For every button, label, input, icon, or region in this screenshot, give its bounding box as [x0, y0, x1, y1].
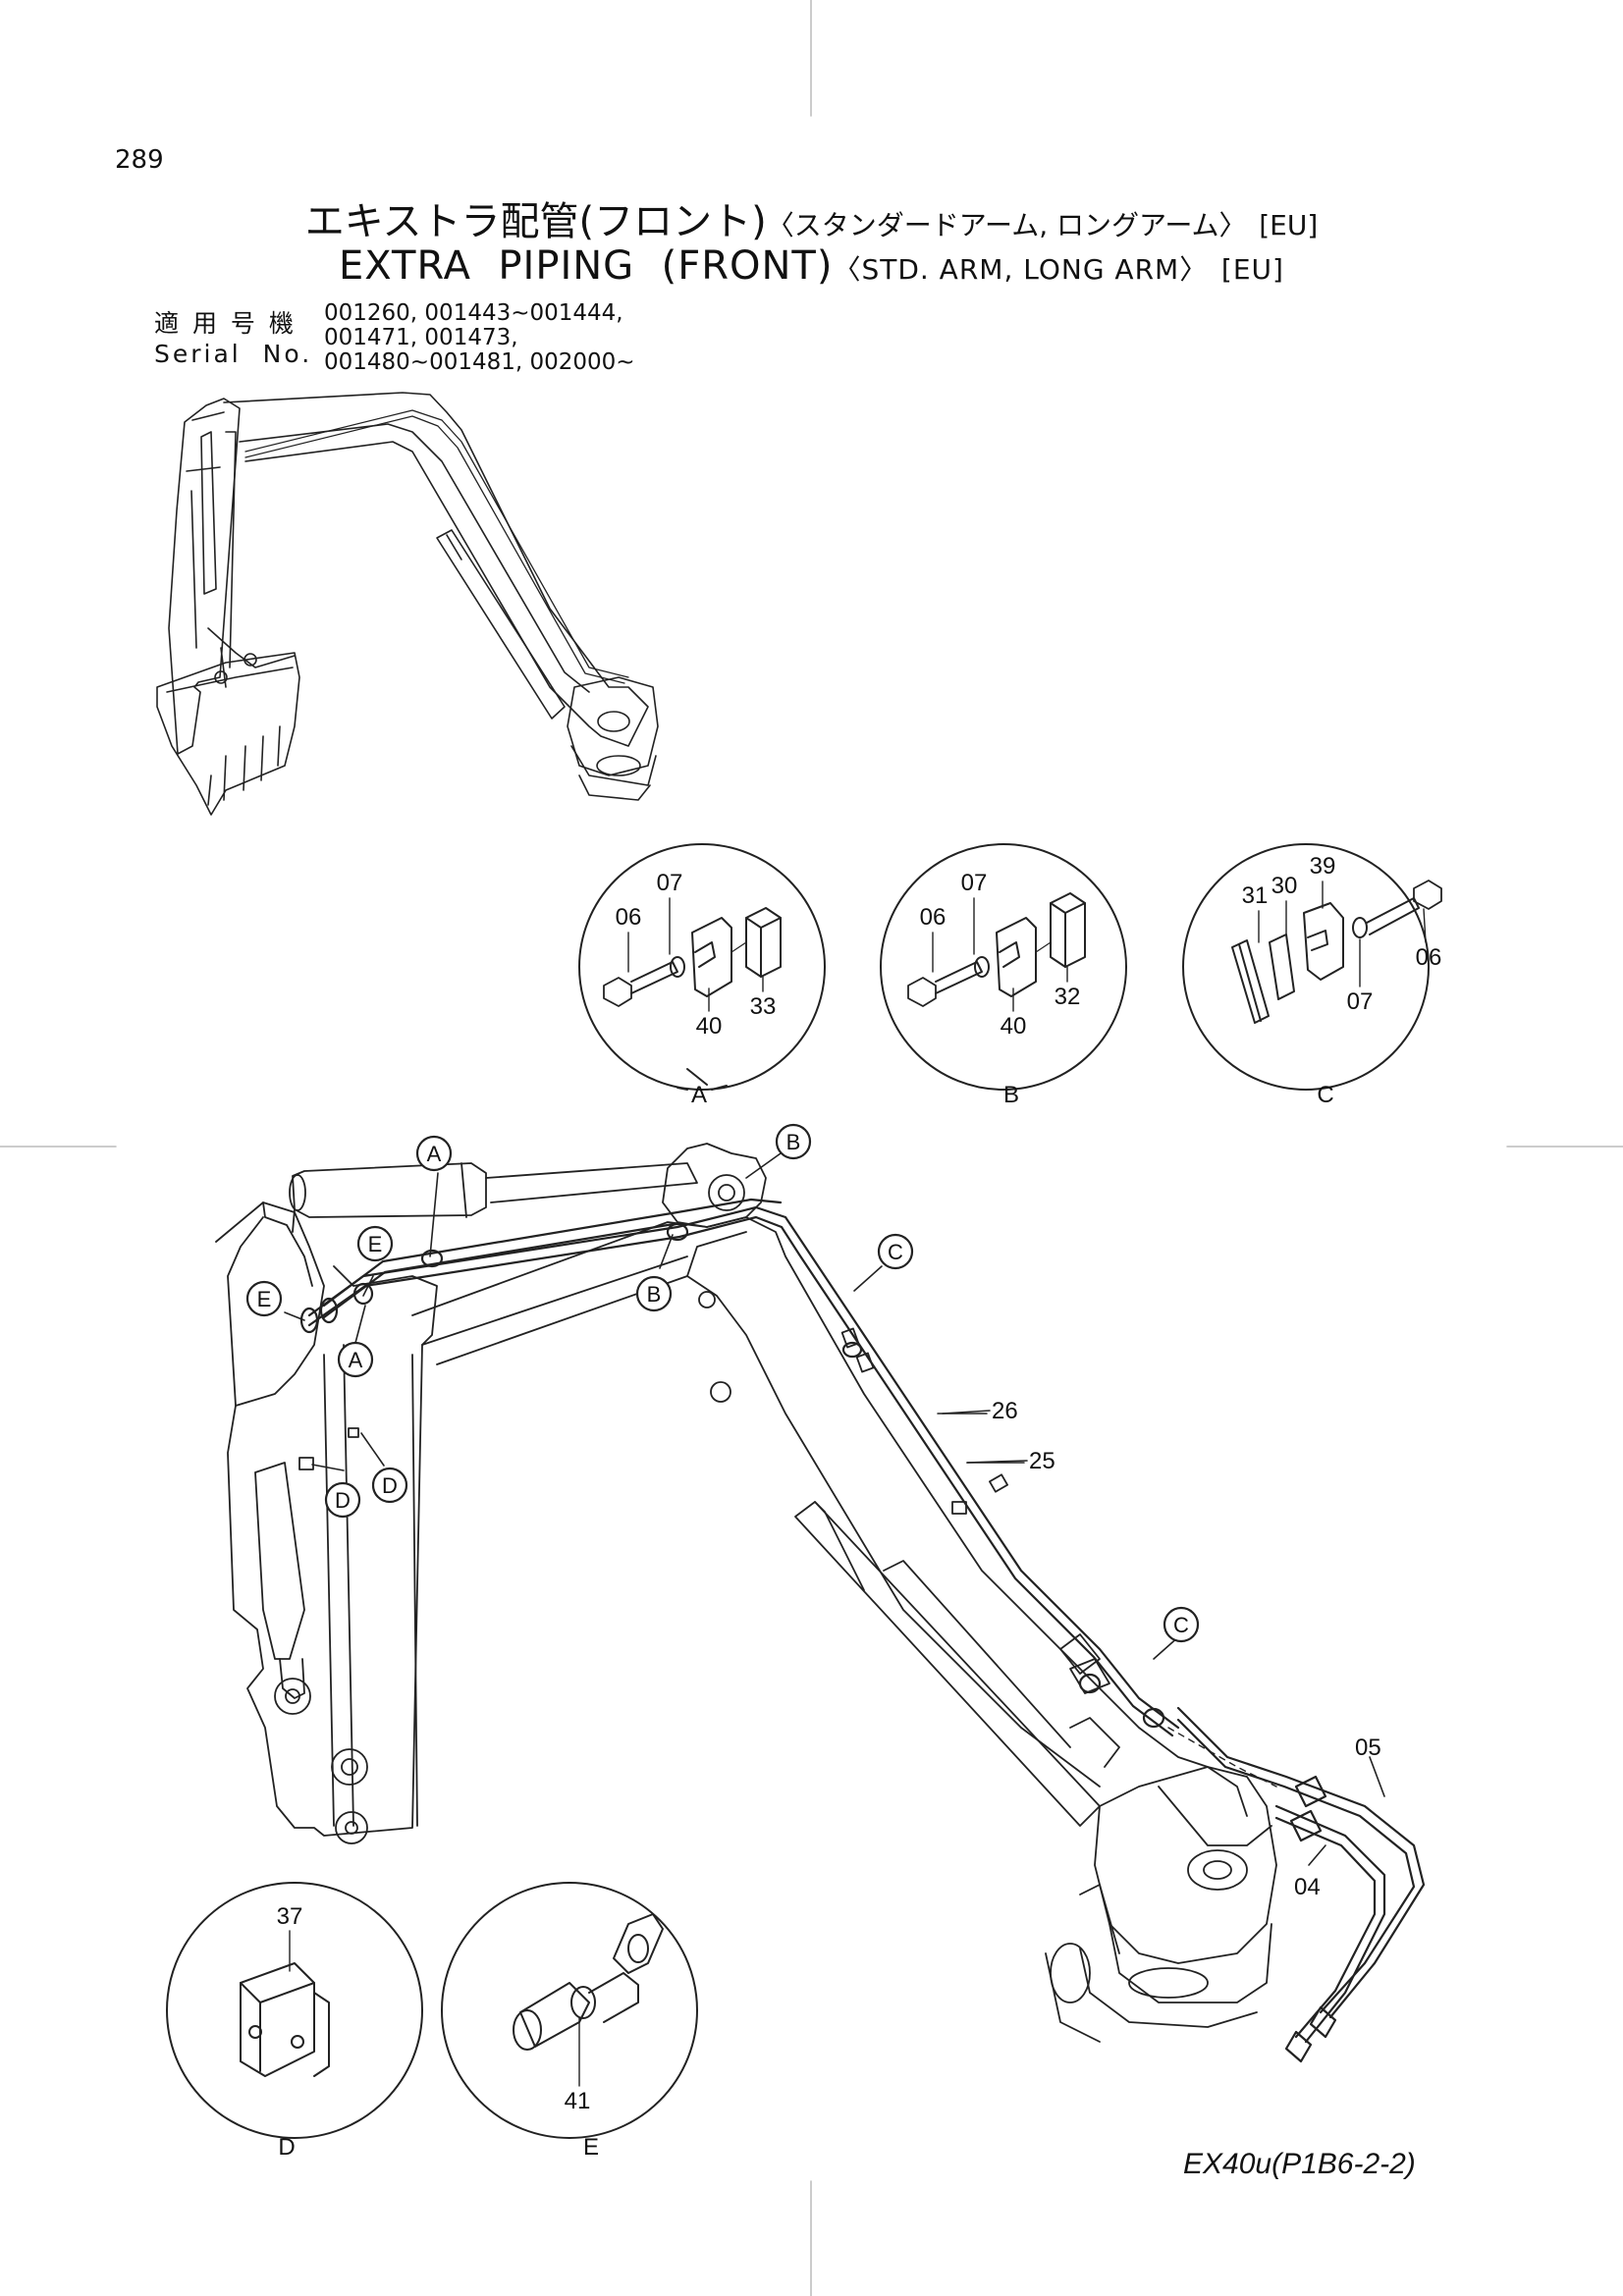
detail-circle-b: [880, 843, 1127, 1091]
part-label: 06: [1416, 944, 1442, 971]
callout-letter: C: [1173, 1613, 1189, 1637]
callout-letter: A: [427, 1142, 442, 1166]
part-label: 40: [696, 1013, 723, 1040]
callout-letter: A: [349, 1348, 363, 1372]
detail-circle-a: [578, 843, 826, 1091]
serial-label: 適 用 号 機 Serial No.: [154, 308, 312, 369]
callout-circle-b: [775, 1123, 812, 1160]
detail-caption-e: E: [583, 2134, 599, 2161]
detail-caption-d: D: [278, 2134, 295, 2161]
page-title-japanese: エキストラ配管(フロント)〈スタンダードアーム, ロングアーム〉 [EU]: [0, 189, 1623, 246]
part-label: 40: [1001, 1013, 1027, 1040]
detail-caption-c: C: [1317, 1082, 1333, 1108]
part-label-25: 25: [1029, 1448, 1055, 1474]
title-en-sub: 〈STD. ARM, LONG ARM〉: [833, 253, 1209, 286]
hoses: [1167, 1706, 1426, 2063]
serial-line: 001471, 001473,: [324, 325, 518, 350]
detail-circle-c: [1182, 843, 1442, 1091]
callout-circle-b: [635, 1275, 673, 1312]
part-label: 33: [750, 993, 777, 1020]
part-label: 07: [657, 870, 683, 896]
callout-circle-e: [245, 1280, 283, 1317]
page-number: 289: [115, 145, 164, 175]
detail-circle-e: [441, 1882, 698, 2139]
extra-piping: [299, 1198, 1180, 1737]
title-jp-region: [EU]: [1259, 209, 1319, 241]
part-label: 06: [616, 904, 642, 931]
serial-line: 001480~001481, 002000~: [324, 349, 635, 375]
part-label: 32: [1055, 984, 1081, 1010]
part-label: 30: [1271, 873, 1298, 899]
callout-letter: D: [382, 1473, 398, 1498]
part-label: 39: [1310, 853, 1336, 880]
serial-label-jp: 適 用 号 機: [154, 309, 297, 338]
callout-letter: C: [888, 1240, 903, 1264]
overview-front-attachment: [156, 392, 659, 816]
callout-leaders: [284, 1152, 1385, 1866]
page-title-english: EXTRA PIPING (FRONT)〈STD. ARM, LONG ARM〉…: [0, 243, 1623, 289]
callout-letter: E: [368, 1232, 383, 1256]
part-label: 31: [1242, 882, 1269, 909]
callout-letter: B: [647, 1282, 662, 1307]
main-front-attachment: [215, 1143, 1277, 2043]
pad-d: [298, 1457, 314, 1470]
callout-circle-c: [877, 1233, 914, 1270]
title-en-region: [EU]: [1220, 253, 1284, 286]
detail-circle-d: [166, 1882, 423, 2139]
callout-circle-d: [371, 1467, 408, 1504]
callout-letter: D: [335, 1488, 351, 1513]
part-label: 07: [1347, 988, 1374, 1015]
part-label-04: 04: [1294, 1874, 1321, 1900]
serial-line: 001260, 001443~001444,: [324, 300, 623, 326]
title-jp-sub: 〈スタンダードアーム, ロングアーム〉: [766, 209, 1247, 241]
callout-circles: [245, 1123, 1200, 1643]
serial-values: 001260, 001443~001444, 001471, 001473, 0…: [324, 301, 635, 375]
part-label: 06: [920, 904, 947, 931]
pad-d: [348, 1427, 359, 1438]
part-label-26: 26: [992, 1398, 1018, 1424]
part-label: 41: [565, 2088, 591, 2114]
drawing-code: EX40u(P1B6-2-2): [1183, 2148, 1416, 2180]
part-label-05: 05: [1355, 1735, 1381, 1761]
callout-circle-e: [356, 1225, 394, 1262]
callout-circle-c: [1163, 1606, 1200, 1643]
callout-circle-a: [337, 1341, 374, 1378]
title-en-main: EXTRA PIPING (FRONT): [339, 243, 834, 289]
callout-letter: E: [257, 1287, 272, 1311]
callout-letter: B: [786, 1130, 801, 1154]
part-label: 37: [277, 1903, 303, 1930]
detail-caption-a: A: [691, 1082, 707, 1108]
detail-caption-b: B: [1003, 1082, 1019, 1108]
part-label: 07: [961, 870, 988, 896]
title-jp-main: エキストラ配管(フロント): [304, 199, 767, 244]
callout-circle-d: [324, 1481, 361, 1519]
serial-label-en: Serial No.: [154, 340, 313, 368]
callout-circle-a: [415, 1135, 453, 1172]
